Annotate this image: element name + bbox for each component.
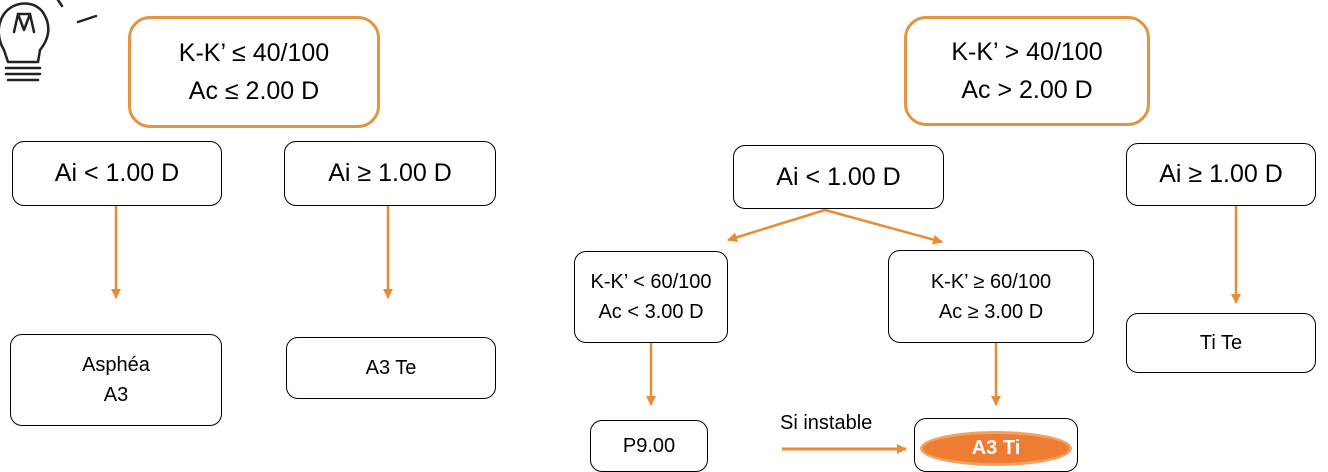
right-branch-low-label: Ai < 1.00 D xyxy=(776,162,901,191)
right-tree-arrows xyxy=(646,206,1241,454)
left-result-low-line-1: Asphéa xyxy=(82,354,150,376)
right-result-high-label: Ti Te xyxy=(1199,332,1243,354)
right-sub-high-line-1: K-K’ ≥ 60/100 xyxy=(930,270,1052,293)
right-root-box: K-K’ > 40/100 Ac > 2.00 D xyxy=(904,16,1150,126)
lightbulb-icon xyxy=(0,0,98,82)
unstable-label: Si instable xyxy=(780,412,873,434)
left-result-low-line-2: A3 xyxy=(103,384,129,406)
left-tree-arrows xyxy=(111,206,393,299)
left-root-line-1: K-K’ ≤ 40/100 xyxy=(178,39,330,67)
right-branch-high-label: Ai ≥ 1.00 D xyxy=(1159,160,1283,188)
arrow-ai-low-to-sub-high xyxy=(824,208,943,245)
arrow-ai-low-to-sub-low xyxy=(727,208,826,243)
left-result-high-label: A3 Te xyxy=(365,357,417,379)
right-result-sub-low-label: P9.00 xyxy=(622,435,676,457)
left-branch-low-label: Ai < 1.00 D xyxy=(54,159,180,187)
left-root-box: K-K’ ≤ 40/100 Ac ≤ 2.00 D xyxy=(128,16,380,128)
right-sub-low-box: K-K’ < 60/100 Ac < 3.00 D xyxy=(574,251,728,343)
right-sub-low-line-1: K-K’ < 60/100 xyxy=(590,271,712,293)
right-sub-high-box: K-K’ ≥ 60/100 Ac ≥ 3.00 D xyxy=(888,250,1094,343)
right-result-sub-low-box: P9.00 xyxy=(590,420,708,472)
left-root-line-2: Ac ≤ 2.00 D xyxy=(188,77,320,105)
right-sub-low-line-2: Ac < 3.00 D xyxy=(598,301,704,323)
left-branch-low-box: Ai < 1.00 D xyxy=(12,141,222,206)
a3ti-highlight-badge: A3 Ti xyxy=(920,431,1072,466)
left-branch-high-label: Ai ≥ 1.00 D xyxy=(328,159,452,187)
right-branch-low-box: Ai < 1.00 D xyxy=(733,145,944,209)
left-result-low-box: Asphéa A3 xyxy=(10,334,222,426)
right-root-line-2: Ac > 2.00 D xyxy=(961,76,1093,104)
left-branch-high-box: Ai ≥ 1.00 D xyxy=(284,141,496,206)
right-branch-high-box: Ai ≥ 1.00 D xyxy=(1126,143,1316,206)
a3ti-highlight-label: A3 Ti xyxy=(971,437,1021,459)
right-result-high-box: Ti Te xyxy=(1126,313,1316,373)
right-sub-high-line-2: Ac ≥ 3.00 D xyxy=(938,300,1044,323)
left-result-high-box: A3 Te xyxy=(286,337,496,399)
right-root-line-1: K-K’ > 40/100 xyxy=(951,38,1103,66)
